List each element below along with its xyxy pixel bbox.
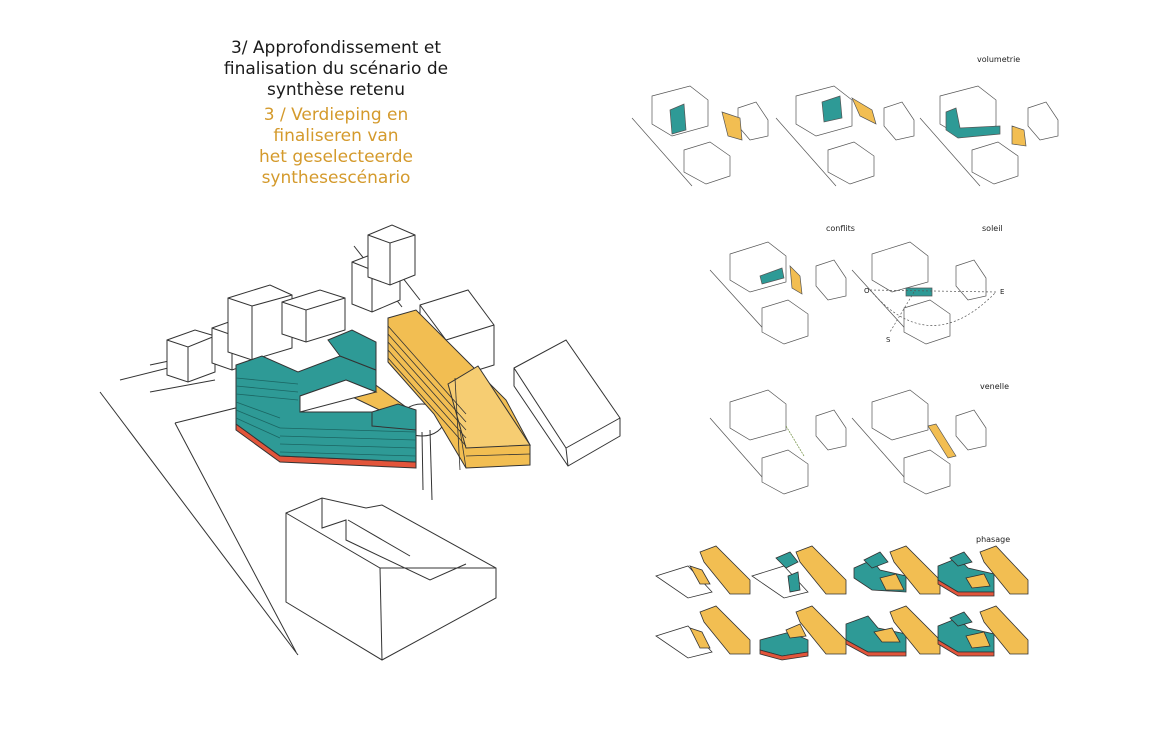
soleil-diagram xyxy=(851,241,997,345)
phasage-2-1 xyxy=(655,605,751,659)
label-soleil: soleil xyxy=(982,224,1003,233)
compass-south: S xyxy=(886,336,891,344)
title-nl-line4: synthesescénario xyxy=(261,168,411,188)
teal-building xyxy=(235,329,417,469)
label-volumetrie: volumetrie xyxy=(977,55,1021,64)
phasage-2-3 xyxy=(845,605,941,657)
venelle-diagram-2 xyxy=(851,389,987,495)
phasage-1-2 xyxy=(751,545,847,599)
compass-west: O xyxy=(864,287,870,295)
phasage-2-2 xyxy=(759,605,847,661)
title-dutch: 3 / Verdieping en finaliseren van het ge… xyxy=(206,105,466,189)
conflits-diagram xyxy=(709,241,847,345)
venelle-diagram-1 xyxy=(709,389,847,495)
title-fr-line3: synthèse retenu xyxy=(266,80,406,100)
label-conflits: conflits xyxy=(826,224,855,233)
phasage-1-3 xyxy=(853,545,941,595)
context-buildings xyxy=(166,224,621,661)
volumetrie-diagram-3 xyxy=(919,85,1059,187)
title-nl-line2: finaliseren van xyxy=(273,126,399,146)
title-fr-line1: 3/ Approfondissement et xyxy=(230,38,441,58)
title-french: 3/ Approfondissement et finalisation du … xyxy=(206,38,466,101)
label-venelle: venelle xyxy=(980,382,1010,391)
volumetrie-diagram-2 xyxy=(775,85,915,187)
title-nl-line1: 3 / Verdieping en xyxy=(263,105,409,125)
phasage-1-4 xyxy=(937,545,1029,597)
phasage-2-4 xyxy=(937,605,1029,657)
compass-east: E xyxy=(1000,288,1004,296)
title-nl-line3: het geselecteerde xyxy=(259,147,413,167)
road-line xyxy=(99,391,299,656)
phasage-1-1 xyxy=(655,545,751,599)
title-fr-line2: finalisation du scénario de xyxy=(223,59,449,79)
volumetrie-diagram-1 xyxy=(631,85,769,187)
label-phasage: phasage xyxy=(976,535,1011,544)
